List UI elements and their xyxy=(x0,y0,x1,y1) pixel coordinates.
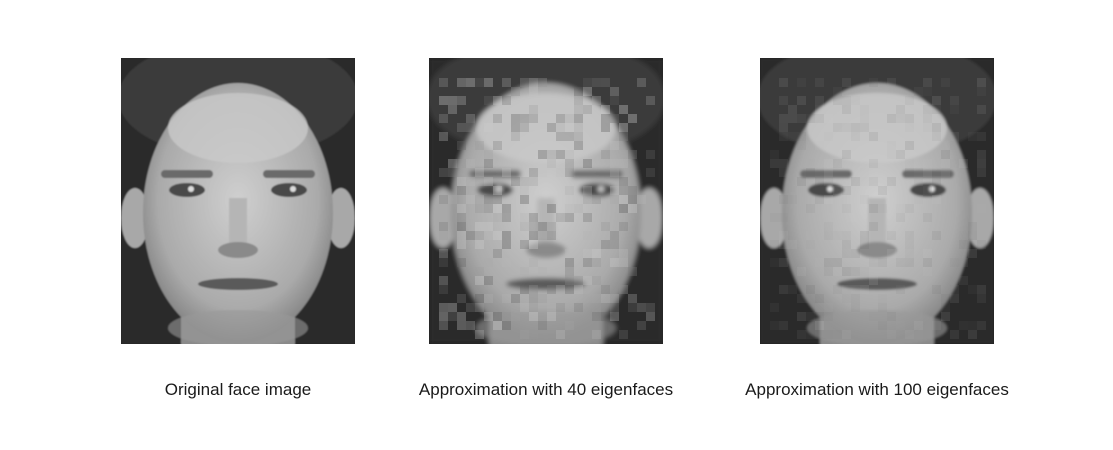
face-image-100-eigenfaces xyxy=(760,58,994,344)
face-image-40-eigenfaces xyxy=(429,58,663,344)
caption-original: Original face image xyxy=(164,380,312,399)
face-image-original xyxy=(121,58,355,344)
caption-100-eigenfaces: Approximation with 100 eigenfaces xyxy=(745,380,1009,399)
caption-40-eigenfaces: Approximation with 40 eigenfaces xyxy=(418,380,674,399)
face-image-original-svg xyxy=(121,58,355,344)
face-image-100-eigenfaces-svg xyxy=(760,58,994,344)
face-image-40-eigenfaces-svg xyxy=(429,58,663,344)
